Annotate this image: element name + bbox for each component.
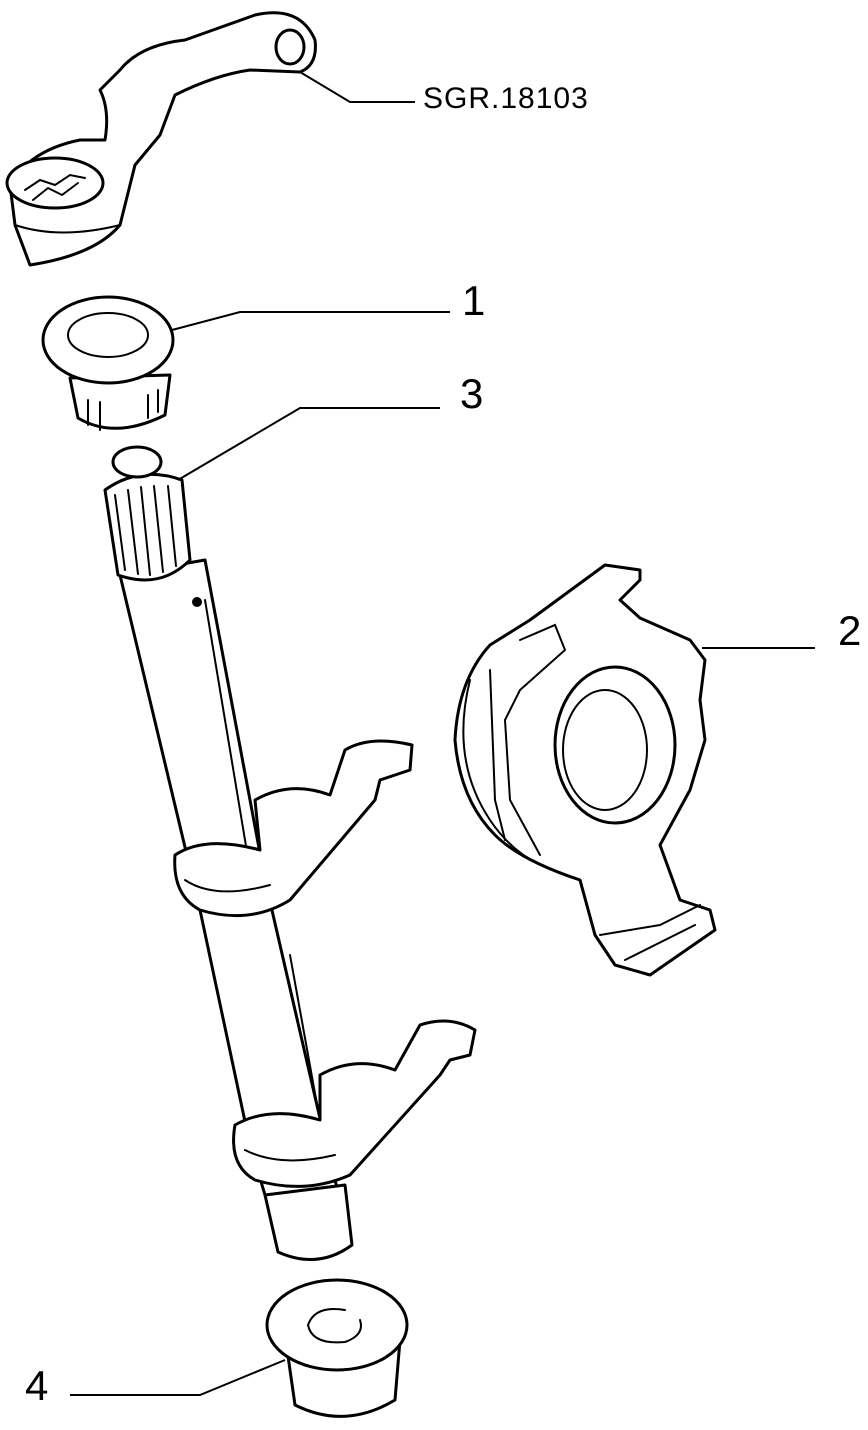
part-4-bushing <box>265 1278 409 1418</box>
part-2-release-bearing <box>453 563 717 977</box>
callout-4: 4 <box>25 1362 48 1409</box>
upper-fork <box>173 739 414 918</box>
lower-fork <box>232 1019 477 1262</box>
lever-arm <box>5 11 317 267</box>
leader-line-1 <box>171 311 450 331</box>
reference-code-label: SGR.18103 <box>423 82 589 115</box>
part-1-bushing <box>41 295 175 431</box>
leader-line-4 <box>70 1359 286 1396</box>
leader-line-3 <box>177 407 440 481</box>
callout-3: 3 <box>460 370 483 417</box>
callout-1: 1 <box>462 277 485 324</box>
leader-line-ref <box>299 71 415 103</box>
callout-2: 2 <box>838 607 861 654</box>
